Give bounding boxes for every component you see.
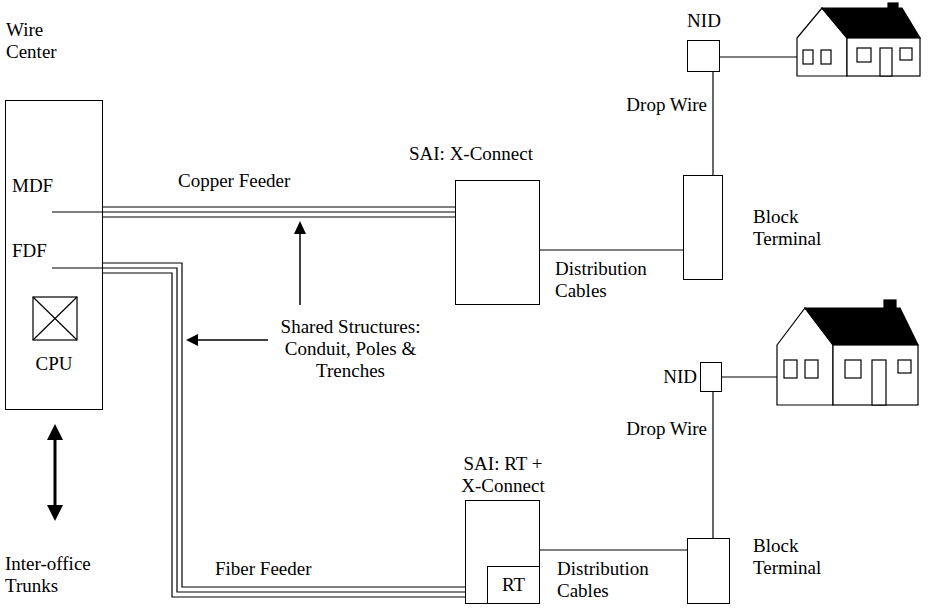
nid-box: NID — [687, 40, 720, 72]
distribution-cable — [540, 250, 683, 251]
cable-line — [103, 273, 465, 597]
sai-rt-box: SAI: RT + X-ConnectRT — [465, 500, 540, 604]
trunk-arrow — [47, 424, 63, 521]
frame-lead — [52, 267, 103, 268]
distribution-cable — [540, 550, 687, 551]
nid-box: NID — [700, 362, 722, 392]
cable-line — [103, 263, 465, 587]
node-heading: SAI: X-Connect — [386, 143, 556, 165]
fiber-feeder — [103, 263, 465, 597]
drop-wire — [713, 392, 714, 538]
cable-line — [103, 206, 455, 207]
cable-label: Drop Wire — [617, 418, 707, 440]
cpu-symbol — [33, 297, 77, 340]
frame-lead — [52, 211, 103, 212]
sai-box: SAI: X-Connect — [455, 180, 540, 305]
rt-label: RT — [502, 574, 525, 596]
cable-label: Drop Wire — [617, 94, 707, 116]
node-heading: NID — [674, 10, 734, 32]
cable-line — [103, 216, 455, 217]
cable-line — [103, 268, 465, 592]
house-illustration — [777, 300, 918, 405]
node-heading: SAI: RT + X-Connect — [458, 453, 548, 497]
cable-label: Distribution Cables — [557, 558, 669, 602]
node-heading: Block Terminal — [753, 535, 848, 579]
node-heading: Block Terminal — [753, 206, 848, 250]
pointer-arrow — [294, 221, 306, 305]
cable-line — [540, 549, 687, 550]
drop-wire — [713, 72, 714, 175]
cable-line — [540, 249, 683, 250]
block-terminal: Block Terminal — [687, 538, 730, 604]
cpu-label: CPU — [36, 353, 73, 375]
frame-label: MDF — [12, 175, 53, 197]
house-wire — [720, 56, 797, 57]
block-terminal: Block Terminal — [683, 175, 723, 280]
node-heading: NID — [657, 366, 697, 388]
cable-label: Fiber Feeder — [215, 558, 355, 580]
cable-label: Copper Feeder — [178, 170, 338, 192]
pointer-arrow — [186, 334, 268, 346]
copper-feeder — [103, 207, 455, 217]
cable-line — [712, 72, 713, 175]
cable-line — [103, 211, 455, 212]
house-wire — [722, 376, 777, 377]
cable-label: Distribution Cables — [555, 258, 667, 302]
frame-label: FDF — [12, 240, 47, 262]
trunk-label: Inter-office Trunks — [5, 553, 105, 597]
callout-note: Shared Structures: Conduit, Poles & Tren… — [268, 316, 433, 382]
connector-layer — [103, 72, 713, 597]
wire-center-box: Wire CenterMDFFDFCPU — [5, 100, 103, 410]
rt-box: RT — [487, 566, 540, 604]
node-heading: Wire Center — [6, 19, 81, 63]
house-illustration — [797, 3, 920, 76]
cable-line — [712, 392, 713, 538]
